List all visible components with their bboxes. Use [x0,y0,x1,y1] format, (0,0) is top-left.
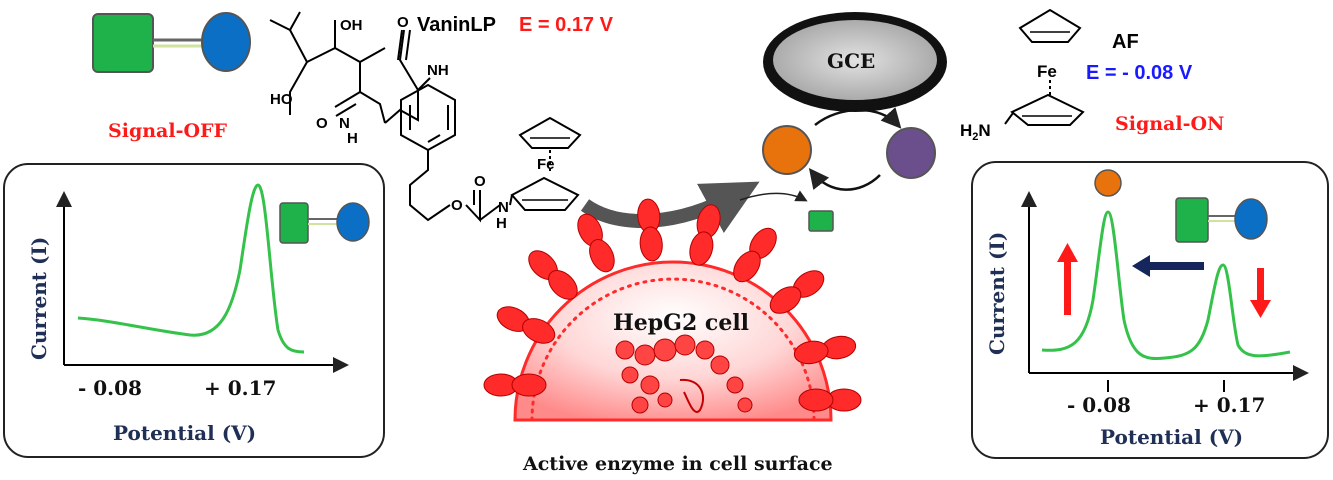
left-y-label: Current (I) [27,237,51,360]
af-fe-label: Fe [1037,62,1057,81]
probe-name: VaninLP [417,14,496,36]
left-plot-panel: Current (I) - 0.08 + 0.17 Potential (V) [3,163,385,458]
left-tick-label-2: + 0.17 [204,376,276,400]
release-arrow [739,190,808,202]
right-af-circle [1094,169,1122,197]
atom-o-2: O [397,14,409,31]
af-potential: E = - 0.08 V [1086,62,1193,84]
signal-on-label: Signal-ON [1115,113,1224,135]
decrease-arrow [1250,268,1271,318]
increase-arrow [1057,243,1078,315]
af-name: AF [1112,31,1139,53]
right-voltammogram-trace [1041,210,1291,360]
atom-nh: NH [427,62,449,79]
atom-n-1: N [339,115,350,132]
atom-o-4: O [474,173,486,190]
right-x-label: Potential (V) [1100,425,1243,449]
gce-electrode: GCE [763,12,947,112]
atom-n-2: N [498,199,509,216]
signal-off-label: Signal-OFF [108,120,227,142]
af-structure [1004,8,1085,126]
released-probe-square [808,210,834,232]
right-tick-label-2: + 0.17 [1193,393,1265,417]
left-tick-label-1: - 0.08 [78,376,142,400]
caption: Active enzyme in cell surface [522,453,833,475]
oxidized-af-circle [886,127,936,179]
probe-ferrocene [509,116,582,211]
left-x-label: Potential (V) [113,421,256,445]
redox-cycle [762,107,936,191]
probe-icon-large [92,12,251,73]
af-h2n-label: H2N [960,121,991,143]
right-plot-panel: Current (I) - 0.08 + 0.17 Potential (V) [971,161,1329,459]
reduced-af-circle [762,125,812,175]
probe-fe-label: Fe [537,156,555,173]
atom-h-1: H [347,130,358,147]
cell-label: HepG2 cell [613,310,749,336]
atom-o-1: O [316,115,328,132]
probe-potential: E = 0.17 V [519,14,614,36]
gce-label: GCE [827,49,875,73]
atom-o-3: O [451,197,463,214]
right-tick-label-1: - 0.08 [1067,393,1131,417]
atom-h-2: H [496,215,507,232]
vaninlp-atoms: OH HO O N H O NH O O N H [270,14,509,232]
left-voltammogram-trace [77,183,305,354]
atom-ho: HO [270,91,293,108]
right-y-label: Current (I) [985,232,1009,355]
left-probe-icon [279,202,370,244]
shift-arrow [1132,255,1204,277]
vaninlp-structure [269,11,501,223]
right-probe-icon [1175,197,1268,243]
hepg2-cell: HepG2 cell [483,198,862,422]
atom-oh: OH [340,17,363,34]
